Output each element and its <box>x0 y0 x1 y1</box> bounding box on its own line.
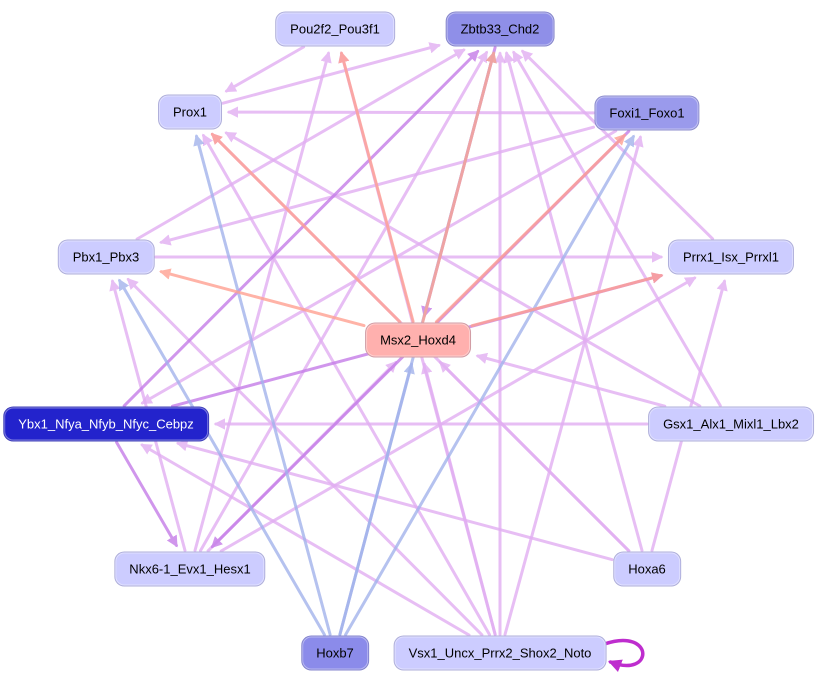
node-prrx1[interactable]: Prrx1_Isx_Prrxl1 <box>667 239 795 275</box>
node-msx2[interactable]: Msx2_Hoxd4 <box>365 322 471 358</box>
edge-vsx1-pbx1 <box>126 277 484 637</box>
edge-nkx6-zbtb33 <box>199 50 488 553</box>
node-foxi1[interactable]: Foxi1_Foxo1 <box>594 95 700 131</box>
node-prox1[interactable]: Prox1 <box>158 94 222 130</box>
edge-msx2-foxi1 <box>434 133 627 324</box>
node-vsx1[interactable]: Vsx1_Uncx_Prrx2_Shox2_Noto <box>393 635 607 671</box>
edge-msx2-pbx1 <box>159 268 366 328</box>
edge-msx2-prrx1 <box>470 272 664 328</box>
edge-vsx1-foxi1 <box>503 135 644 636</box>
node-zbtb33[interactable]: Zbtb33_Chd2 <box>445 11 555 47</box>
edge-hoxb7-pbx1 <box>118 278 326 637</box>
node-pou2f2[interactable]: Pou2f2_Pou3f1 <box>275 11 395 47</box>
edge-hoxa6-zbtb33 <box>503 51 644 552</box>
edge-prox1-zbtb33 <box>221 42 441 105</box>
edge-hoxb7-foxi1 <box>344 134 635 637</box>
node-pbx1[interactable]: Pbx1_Pbx3 <box>57 239 155 275</box>
edge-pbx1-zbtb33 <box>135 48 466 241</box>
edge-pou2f2-prox1 <box>224 45 306 93</box>
edge-foxi1-ybx1 <box>140 129 618 405</box>
edge-nkx6-prrx1 <box>219 276 697 553</box>
edge-ybx1-zbtb33 <box>122 49 480 408</box>
edge-msx2-zbtb33 <box>421 51 497 323</box>
edge-msx2-pou2f2 <box>338 51 415 323</box>
edge-vsx1-msx2 <box>421 362 497 636</box>
edge-msx2-prox1 <box>210 132 402 324</box>
edge-hoxa6-ybx1 <box>175 440 614 562</box>
edge-hoxb7-prox1 <box>193 134 332 636</box>
node-hoxb7[interactable]: Hoxb7 <box>301 635 369 671</box>
edge-foxi1-prox1 <box>226 106 595 118</box>
node-nkx6[interactable]: Nkx6-1_Evx1_Hesx1 <box>114 551 266 587</box>
edge-nkx6-pou2f2 <box>193 51 332 552</box>
node-gsx1[interactable]: Gsx1_Alx1_Mixl1_Lbx2 <box>648 406 814 442</box>
self-loop-vsx1 <box>602 638 645 673</box>
node-ybx1[interactable]: Ybx1_Nfya_Nfyb_Nfyc_Cebpz <box>3 406 209 442</box>
edge-ybx1-nkx6 <box>115 440 178 548</box>
edge-gsx1-prox1 <box>224 131 702 408</box>
node-hoxa6[interactable]: Hoxa6 <box>613 551 681 587</box>
edge-gsx1-msx2 <box>475 352 667 408</box>
